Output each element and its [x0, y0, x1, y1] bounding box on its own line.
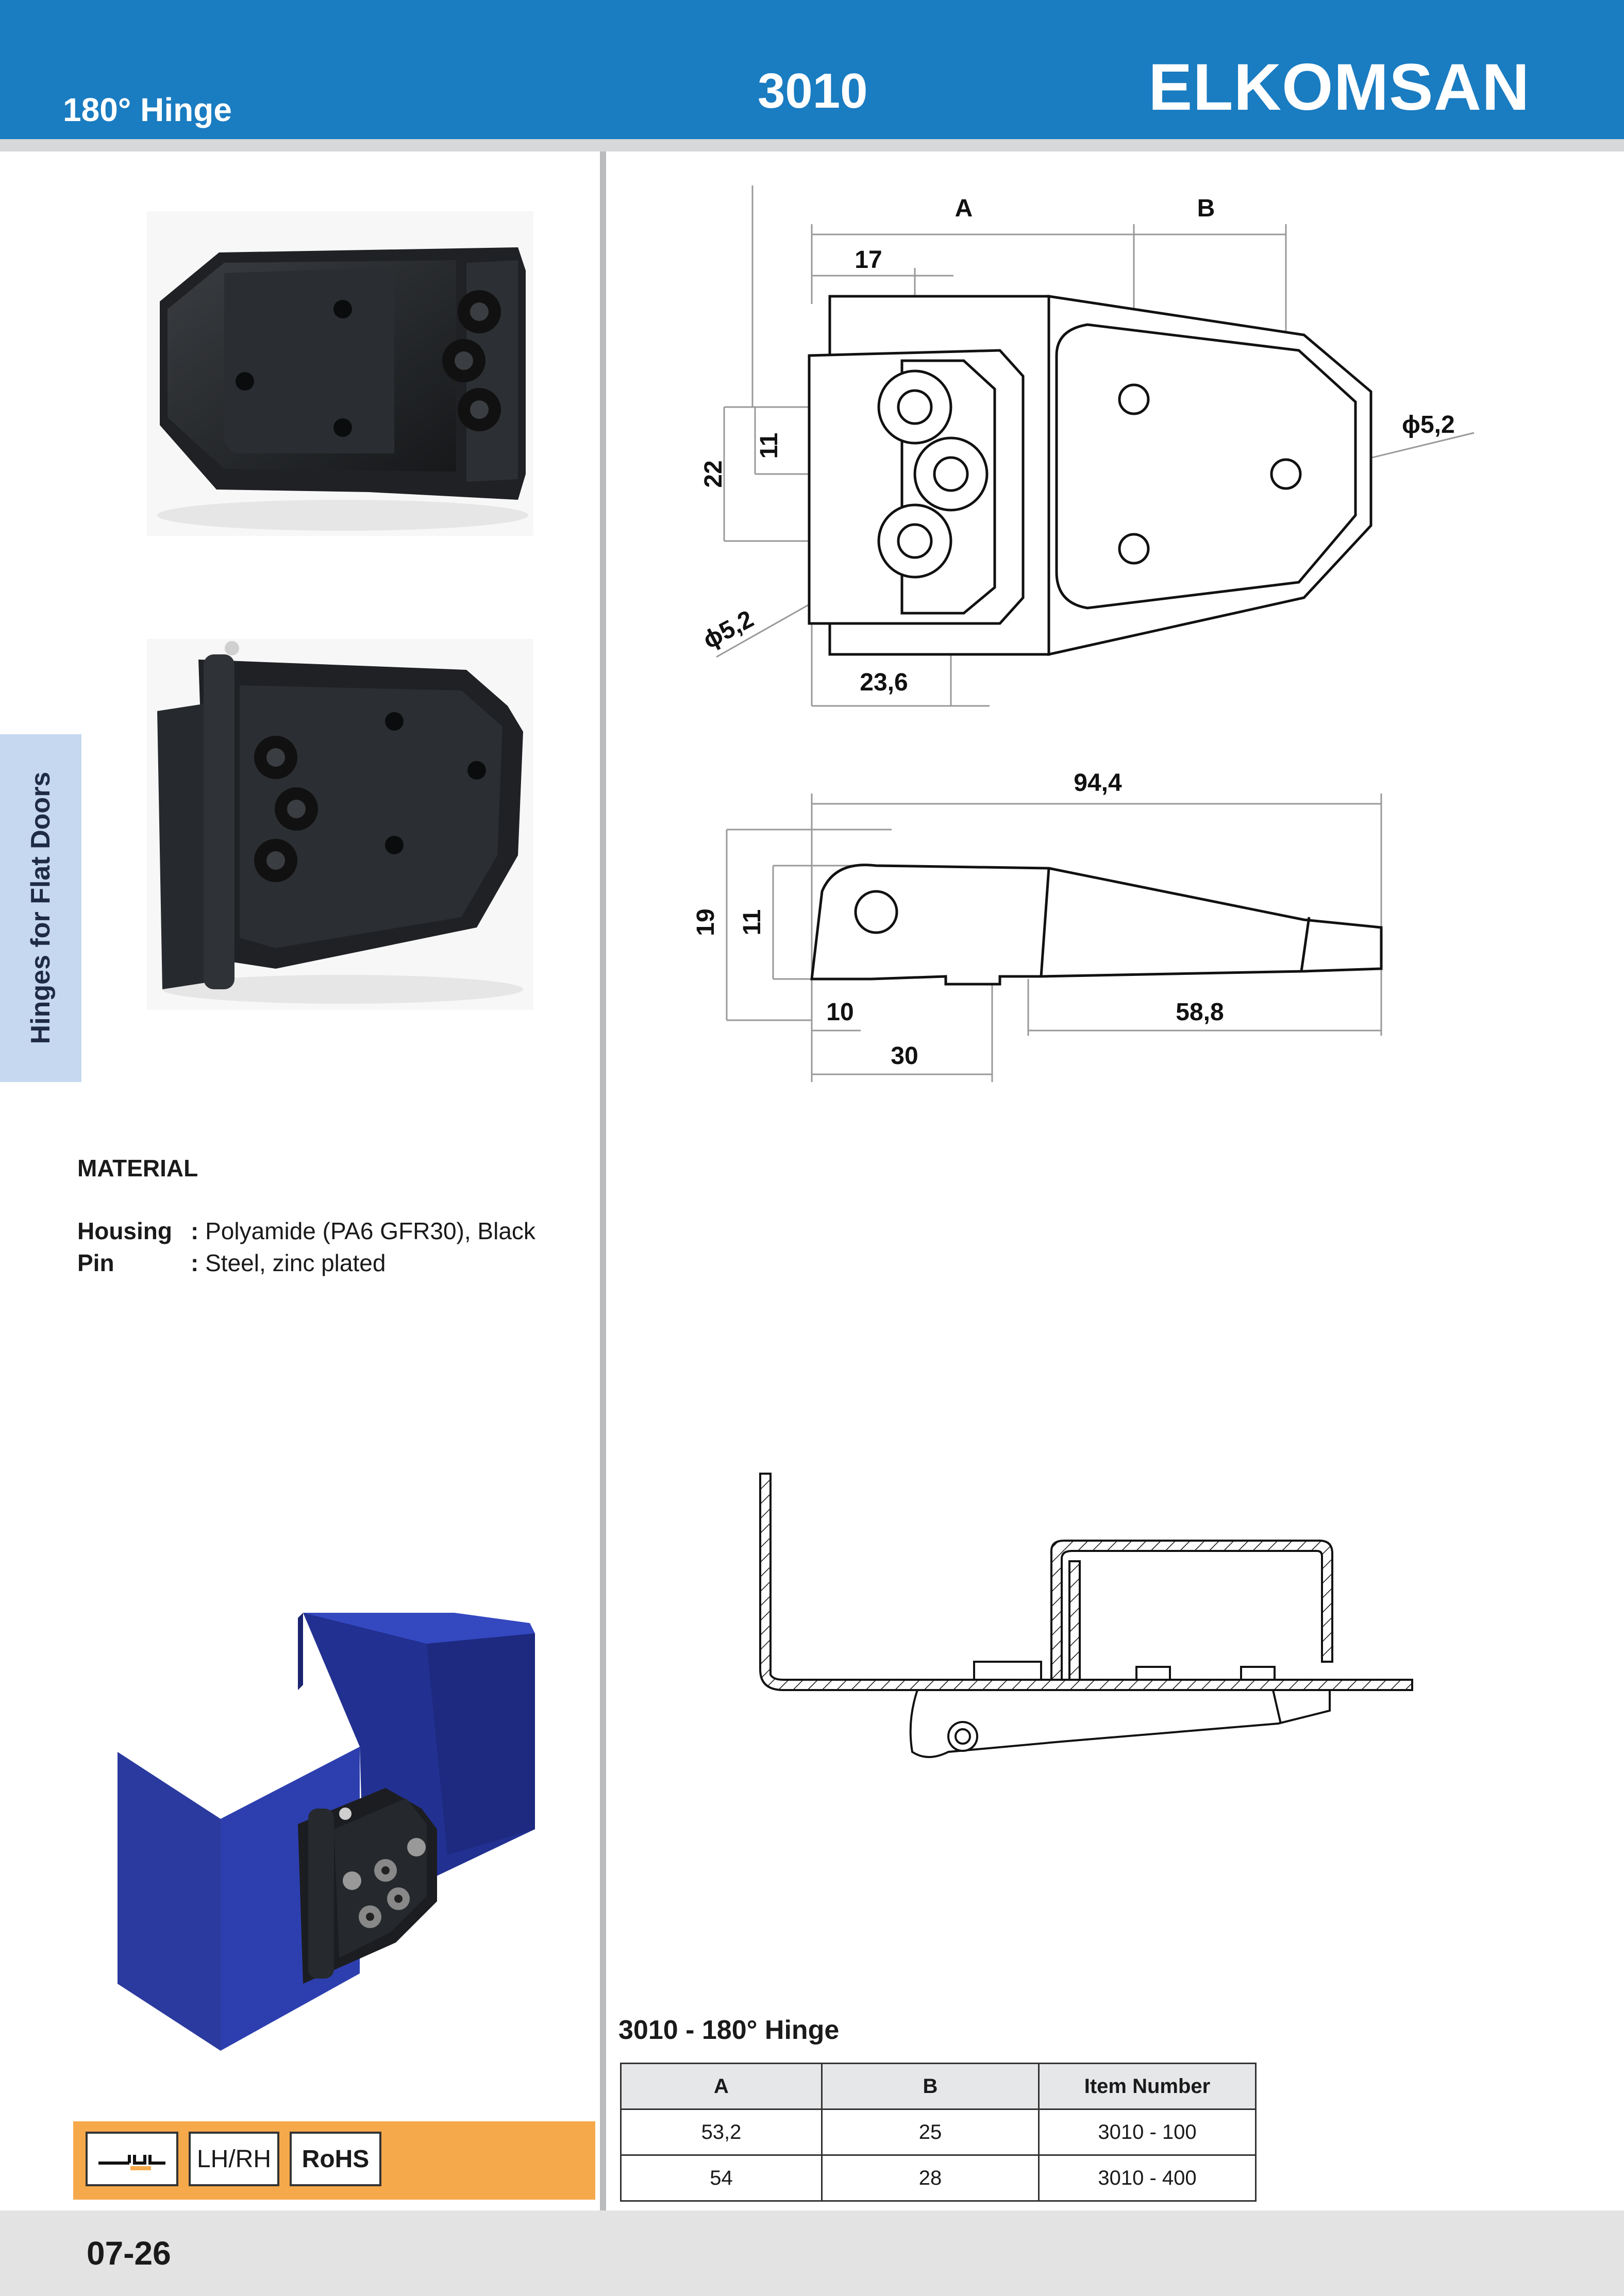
- column-header: Item Number: [1038, 2063, 1257, 2110]
- material-housing: Housing: Polyamide (PA6 GFR30), Black: [77, 1218, 535, 1244]
- dim-11: 11: [756, 433, 783, 459]
- dim-10: 10: [826, 999, 853, 1026]
- footer-bar: [0, 2210, 1624, 2296]
- table-cell: 53,2: [620, 2108, 823, 2156]
- technical-drawing-top-view: A B 17 22 11 ϕ5,2 ϕ5,2 23,6: [698, 185, 1475, 707]
- material-label: Pin: [77, 1250, 114, 1276]
- column-header: A: [620, 2063, 823, 2110]
- dim-58-8: 58,8: [1176, 999, 1224, 1026]
- product-photo-back: [147, 639, 533, 1010]
- dim-17: 17: [855, 246, 882, 274]
- side-tab-label: Hinges for Flat Doors: [26, 771, 56, 1044]
- dim-22: 22: [700, 460, 727, 487]
- dim-hole-right: ϕ5,2: [1402, 411, 1455, 438]
- product-photo-front: [147, 211, 533, 536]
- table-row: 53,2 25 3010 - 100: [620, 2108, 1257, 2156]
- profile-icon: [98, 2155, 165, 2170]
- dim-19: 19: [692, 908, 719, 936]
- side-category-tab: Hinges for Flat Doors: [0, 734, 81, 1082]
- page-number: 07-26: [87, 2235, 171, 2272]
- table-header-row: A B Item Number: [620, 2063, 1257, 2110]
- table-cell: 25: [821, 2108, 1040, 2156]
- table-cell: 3010 - 100: [1038, 2108, 1257, 2156]
- dim-30: 30: [891, 1042, 918, 1070]
- header-bar: [0, 0, 1624, 139]
- spec-table: A B Item Number 53,2 25 3010 - 100 54 28…: [620, 2063, 1257, 2202]
- header-strip: [0, 139, 1624, 151]
- column-divider: [600, 151, 606, 2210]
- material-pin: Pin: Steel, zinc plated: [77, 1250, 386, 1276]
- dim-a: A: [955, 195, 973, 222]
- column-header: B: [821, 2063, 1040, 2110]
- table-cell: 3010 - 400: [1038, 2154, 1257, 2202]
- profile-icon-badge: [86, 2132, 178, 2186]
- material-value: Steel, zinc plated: [205, 1250, 386, 1276]
- installation-section-drawing: [759, 1473, 1413, 1758]
- table-title: 3010 - 180° Hinge: [618, 2015, 840, 2045]
- dim-94-4: 94,4: [1074, 769, 1122, 797]
- table-cell: 28: [821, 2154, 1040, 2202]
- brand-logo: ELKOMSAN: [1148, 50, 1530, 124]
- dim-11-side: 11: [739, 909, 766, 936]
- rohs-badge: RoHS: [290, 2132, 381, 2186]
- dim-hole-left: ϕ5,2: [698, 605, 758, 654]
- dim-b: B: [1197, 195, 1215, 222]
- dim-23-6: 23,6: [860, 669, 908, 696]
- table-row: 54 28 3010 - 400: [620, 2154, 1257, 2202]
- mounting-photo: [118, 1613, 535, 2051]
- table-cell: 54: [620, 2154, 823, 2202]
- material-label: Housing: [77, 1218, 172, 1244]
- material-title: MATERIAL: [77, 1155, 198, 1181]
- material-value: Polyamide (PA6 GFR30), Black: [205, 1218, 535, 1244]
- technical-drawing-side-view: 94,4 19 11 10 30 58,8: [692, 769, 1383, 1082]
- feature-badges: LH/RH RoHS: [73, 2121, 595, 2200]
- lh-rh-badge: LH/RH: [189, 2132, 279, 2186]
- header-subtitle: 180° Hinge: [63, 91, 232, 128]
- header-product-code: 3010: [758, 63, 868, 119]
